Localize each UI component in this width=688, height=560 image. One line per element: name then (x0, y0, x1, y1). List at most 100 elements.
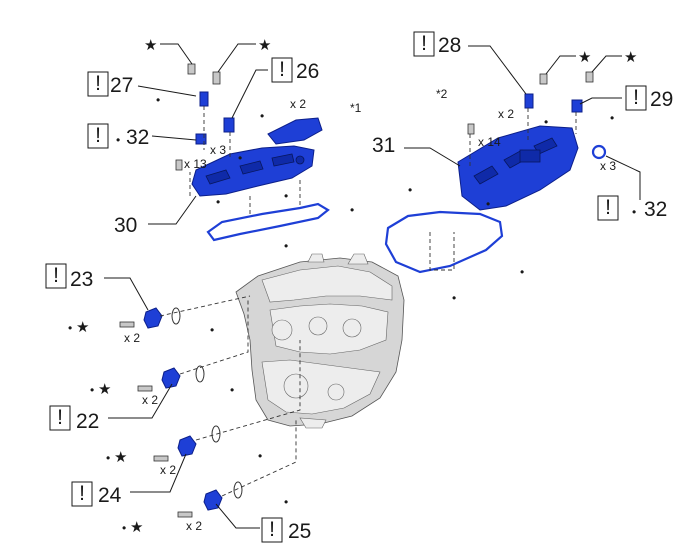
bullet-i: • (544, 115, 548, 129)
cylinder-head-cover-rh (457, 125, 579, 211)
warning-icon-23: ! (45, 263, 67, 289)
svg-text:!: ! (279, 58, 285, 81)
bullet-h: • (408, 183, 412, 197)
bullet-q: • (284, 495, 288, 509)
qty-x2-25: x 2 (186, 519, 202, 533)
bullet-k: • (486, 197, 490, 211)
oring-32-right (591, 144, 607, 160)
callout-31: 31 (372, 134, 395, 157)
svg-text:!: ! (605, 196, 611, 219)
svg-text:!: ! (95, 124, 101, 147)
qty-x2-23: x 2 (124, 331, 140, 345)
svg-text:!: ! (269, 518, 275, 541)
qty-x14: x 14 (478, 135, 501, 149)
bullet-a: • (156, 93, 160, 107)
qty-x2-28: x 2 (498, 107, 514, 121)
solenoid-23 (119, 307, 181, 329)
cover-gasket-rh (384, 210, 504, 274)
alignment-lines (159, 106, 577, 497)
sensor-29 (571, 99, 583, 113)
warning-icon-32-left: ! (87, 123, 109, 149)
solenoid-22 (137, 365, 205, 392)
sensor-26 (223, 117, 235, 133)
bullet-c: • (238, 151, 242, 165)
bullet-22: • (90, 383, 94, 397)
warning-icon-27: ! (87, 71, 109, 97)
bolt-28 (539, 73, 548, 85)
callout-26: 26 (296, 60, 319, 83)
bolt-29 (585, 71, 594, 83)
bolt-x14 (467, 123, 475, 135)
callout-28: 28 (438, 34, 461, 57)
svg-text:!: ! (95, 72, 101, 95)
svg-text:!: ! (53, 264, 59, 287)
callout-25: 25 (288, 520, 311, 543)
bullet-32-right: • (632, 205, 636, 219)
qty-x2-24: x 2 (160, 463, 176, 477)
callout-23: 23 (70, 268, 93, 291)
callout-32-right: 32 (644, 198, 667, 221)
star-marker-28: ★ (578, 49, 591, 66)
bullet-23: • (68, 321, 72, 335)
star-marker-27: ★ (144, 37, 157, 54)
solenoid-24 (153, 425, 221, 462)
bullet-l: • (520, 265, 524, 279)
bolt-x13 (175, 159, 183, 171)
qty-x2-26: x 2 (290, 97, 306, 111)
warning-icon-26: ! (271, 57, 293, 83)
qty-x3-right: x 3 (600, 159, 616, 173)
sensor-28 (524, 93, 534, 109)
callout-22: 22 (76, 410, 99, 433)
bullet-j: • (610, 111, 614, 125)
star-marker-24: ★ (114, 449, 127, 466)
bullet-d: • (216, 195, 220, 209)
cover-gasket-lh (206, 202, 330, 242)
bullet-p: • (258, 449, 262, 463)
warning-icon-24: ! (71, 481, 93, 507)
callout-29: 29 (650, 88, 673, 111)
leader-lines (104, 43, 641, 529)
warning-icon-28: ! (413, 31, 435, 57)
star-marker-22: ★ (98, 381, 111, 398)
bullet-b: • (260, 109, 264, 123)
bolt-27 (187, 63, 196, 75)
bullet-24: • (106, 451, 110, 465)
warning-icon-22: ! (49, 405, 71, 431)
callout-32-left: 32 (126, 126, 149, 149)
bullet-e: • (284, 189, 288, 203)
note-2: *2 (436, 87, 448, 101)
bullet-f: • (350, 203, 354, 217)
bullet-m: • (452, 291, 456, 305)
star-marker-25: ★ (130, 519, 143, 536)
svg-text:!: ! (57, 406, 63, 429)
warning-icon-25: ! (261, 517, 283, 543)
callout-27: 27 (110, 74, 133, 97)
bullet-g: • (284, 239, 288, 253)
warning-icon-32-right: ! (597, 195, 619, 221)
svg-text:!: ! (633, 86, 639, 109)
star-marker-29: ★ (624, 49, 637, 66)
star-marker-26: ★ (258, 37, 271, 54)
warning-icon-29: ! (625, 85, 647, 111)
bullet-25: • (122, 521, 126, 535)
bullet-o: • (230, 383, 234, 397)
breather-plate (267, 117, 323, 145)
qty-x3-left: x 3 (210, 143, 226, 157)
star-marker-23: ★ (76, 319, 89, 336)
engine-block (235, 253, 405, 429)
svg-text:!: ! (79, 482, 85, 505)
note-1: *1 (350, 101, 362, 115)
solenoid-25 (177, 481, 243, 518)
bolt-26 (212, 71, 221, 85)
callout-30: 30 (114, 214, 137, 237)
cylinder-head-cover-lh (191, 145, 315, 197)
svg-text:!: ! (421, 32, 427, 55)
qty-x13: x 13 (184, 157, 207, 171)
sensor-27 (199, 91, 209, 107)
oring-32-left (195, 133, 207, 145)
qty-x2-22: x 2 (142, 393, 158, 407)
bullet-32-left: • (116, 133, 120, 147)
callout-24: 24 (98, 484, 122, 507)
